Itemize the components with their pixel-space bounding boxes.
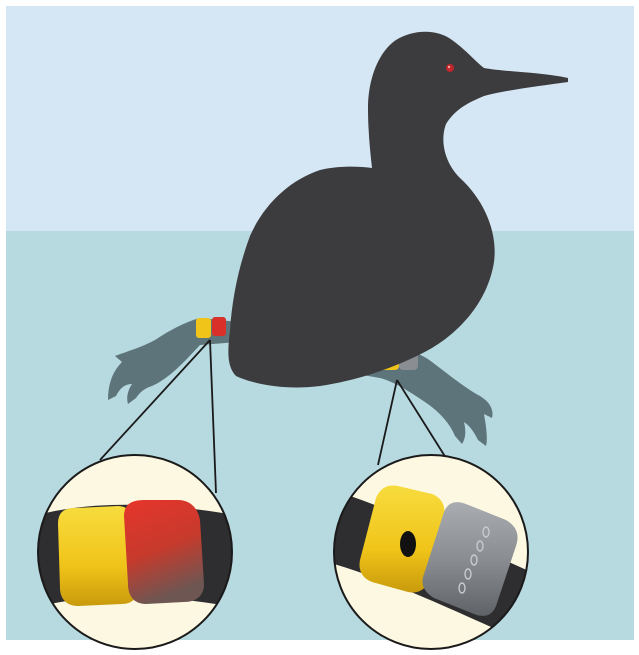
loon-eye	[446, 64, 454, 72]
left-yellow-band	[196, 318, 211, 338]
left-inset-red-band	[124, 500, 204, 604]
loon-eye-highlight	[448, 66, 450, 68]
left-red-band	[212, 317, 226, 336]
right-inset-band-dot	[400, 531, 416, 557]
